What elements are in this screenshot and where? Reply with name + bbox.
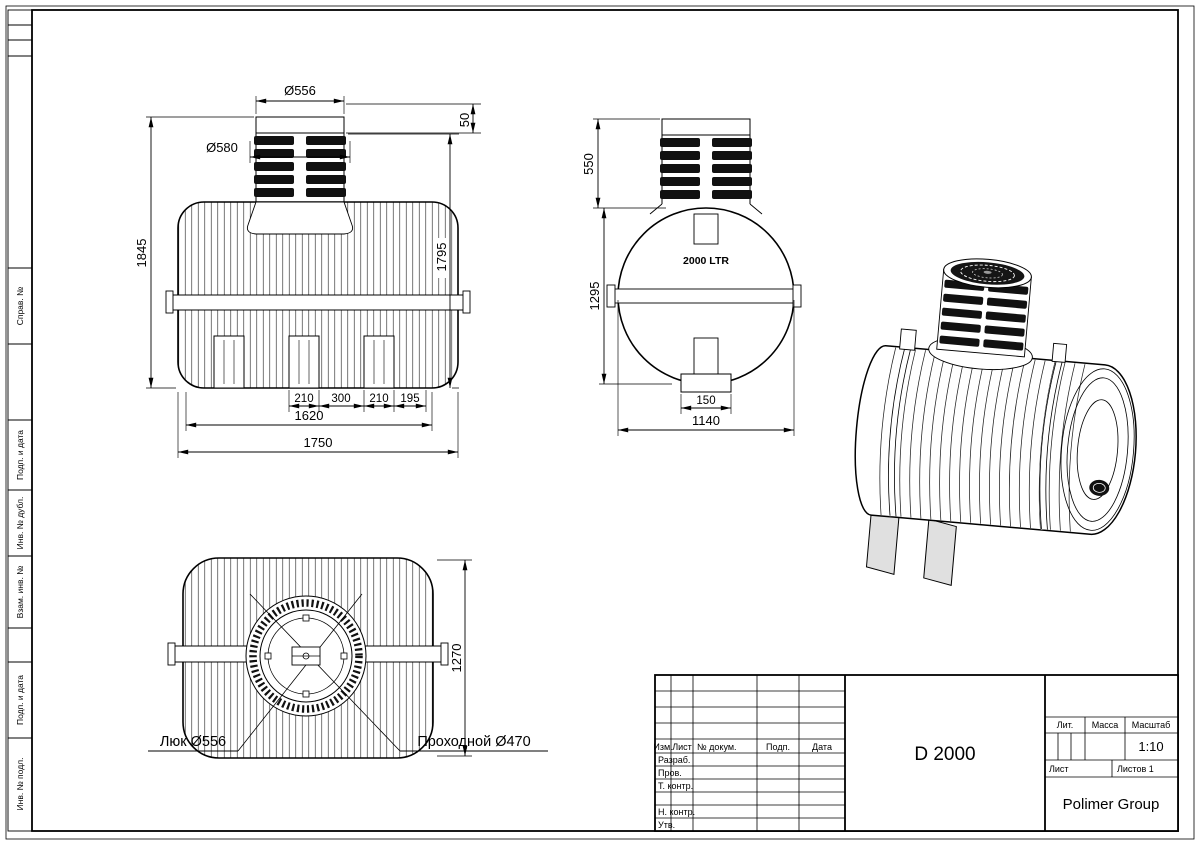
tb-row-nkontr: Н. контр. — [658, 807, 695, 817]
iso-leg — [923, 518, 957, 586]
tb-massa: Масса — [1092, 720, 1119, 730]
top-leader-lines — [237, 593, 401, 752]
title-block-row-labels: Разраб. Пров. Т. контр. Н. контр. Утв. — [658, 755, 695, 830]
iso-logo-mark — [1089, 479, 1110, 496]
dim-front-seg-2: 300 — [331, 393, 350, 405]
left-margin-boxes — [7, 9, 33, 832]
title-block-right-labels: Лит. Масса Масштаб 1:10 Лист Листов 1 Po… — [1049, 720, 1170, 813]
tb-list: Лист — [1049, 764, 1069, 774]
tb-col-doc: № докум. — [697, 742, 737, 752]
margin-label-podp-1: Подп. и дата — [15, 430, 25, 480]
tb-masshtab: Масштаб — [1132, 720, 1171, 730]
left-margin-labels: Справ. № Подп. и дата Инв. № дубл. Взам.… — [15, 287, 25, 811]
dim-side-neck-height: 550 — [581, 153, 596, 175]
front-neck-well — [246, 201, 354, 235]
title-block: Изм. Лист № докум. Подп. Дата Разраб. Пр… — [653, 674, 1179, 832]
tb-col-list: Лист — [672, 742, 692, 752]
iso-ribs — [879, 347, 1086, 532]
tb-row-prov: Пров. — [658, 768, 682, 778]
dim-front-len-inner: 1620 — [295, 408, 324, 423]
tb-col-izm: Изм. — [653, 742, 672, 752]
dim-front-len-total: 1750 — [304, 435, 333, 450]
dim-side-foot-width: 150 — [696, 395, 715, 407]
tb-row-utv: Утв. — [658, 820, 675, 830]
margin-label-sprav: Справ. № — [15, 287, 25, 326]
dim-side-width-total: 1140 — [692, 413, 720, 428]
front-dimensions: Ø556 Ø580 50 1845 1795 210 300 210 195 1… — [134, 83, 481, 458]
side-top-channel — [693, 213, 719, 245]
front-legs — [213, 335, 395, 389]
front-strap — [169, 294, 467, 311]
tb-doc-code: D 2000 — [914, 744, 975, 765]
tb-company: Polimer Group — [1063, 796, 1160, 813]
dim-front-dia-collar: Ø580 — [206, 140, 238, 155]
tb-lit: Лит. — [1057, 720, 1074, 730]
dim-front-height-total: 1845 — [134, 239, 149, 268]
side-dimensions: 550 1295 150 1140 — [581, 118, 795, 436]
tb-listov: Листов 1 — [1117, 764, 1154, 774]
tb-col-podp: Подп. — [766, 742, 790, 752]
side-strap — [611, 288, 797, 304]
top-view: Люк Ø556 Проходной Ø470 1270 — [148, 557, 548, 759]
front-view: Ø556 Ø580 50 1845 1795 210 300 210 195 1… — [134, 83, 481, 458]
side-bottom-channel — [693, 337, 719, 377]
side-volume-label: 2000 LTR — [683, 255, 729, 267]
side-foot — [680, 373, 732, 393]
title-block-grid — [655, 675, 1178, 831]
tb-row-razrab: Разраб. — [658, 755, 690, 765]
dim-top-width: 1270 — [449, 644, 464, 673]
iso-leg — [865, 507, 900, 575]
side-view: 2000 LTR 550 1295 150 1140 — [581, 118, 802, 436]
iso-neck — [928, 258, 1033, 371]
margin-label-vzam: Взам. инв. № — [15, 566, 25, 619]
dim-front-dia-top: Ø556 — [284, 83, 316, 98]
margin-label-podp-2: Подп. и дата — [15, 675, 25, 725]
sheet-frame: Справ. № Подп. и дата Инв. № дубл. Взам.… — [5, 5, 1195, 840]
dim-front-seg-3: 210 — [369, 393, 388, 405]
isometric-view — [854, 258, 1137, 586]
dim-side-body-height: 1295 — [587, 282, 602, 311]
iso-end-cap — [1060, 368, 1135, 531]
dim-front-seg-4: 195 — [400, 393, 419, 405]
margin-label-inv-podl: Инв. № подл. — [15, 758, 25, 811]
front-neck — [253, 116, 347, 203]
dim-front-height-body: 1795 — [434, 243, 449, 272]
callout-hatch-label: Люк Ø556 — [160, 734, 226, 750]
iso-body — [854, 344, 1137, 536]
title-block-header-labels: Изм. Лист № докум. Подп. Дата — [653, 742, 832, 752]
top-dimensions: 1270 — [437, 559, 472, 757]
dim-front-seg-1: 210 — [294, 393, 313, 405]
tb-row-tkontr: Т. контр. — [658, 781, 693, 791]
side-neck — [659, 118, 753, 205]
tb-col-data: Дата — [812, 742, 832, 752]
tb-scale-value: 1:10 — [1138, 739, 1163, 754]
dim-front-cap-height: 50 — [457, 113, 472, 127]
callout-pass-label: Проходной Ø470 — [417, 734, 530, 750]
iso-straps — [887, 328, 1068, 530]
margin-label-inv-dubl: Инв. № дубл. — [15, 497, 25, 550]
